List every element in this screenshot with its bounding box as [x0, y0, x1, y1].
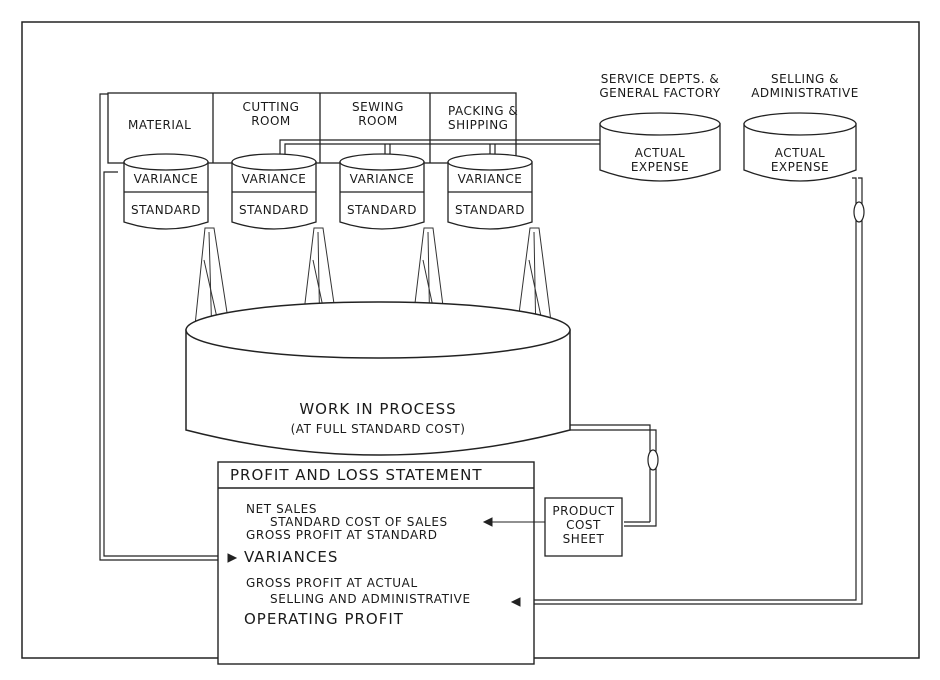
- dept-label-material: MATERIAL: [128, 118, 192, 132]
- tank-material-variance: VARIANCE: [133, 172, 199, 186]
- dept-label-cutting: CUTTING ROOM: [242, 100, 300, 128]
- tank-packing-standard: STANDARD: [454, 203, 526, 217]
- tank-cutting: [231, 153, 317, 230]
- product-cost-sheet-label: PRODUCT COST SHEET: [552, 504, 615, 546]
- tank-cutting-standard: STANDARD: [238, 203, 310, 217]
- pl-standard-cost: STANDARD COST OF SALES: [270, 515, 448, 529]
- pl-gross-standard: GROSS PROFIT AT STANDARD: [246, 528, 438, 542]
- selling-admin-body: ACTUAL EXPENSE: [770, 146, 830, 174]
- arrows: [227, 517, 545, 607]
- wip-cost-pipe: [570, 424, 659, 527]
- material-variance-pipe: [99, 93, 218, 561]
- pl-title: PROFIT AND LOSS STATEMENT: [230, 466, 483, 484]
- pl-net-sales: NET SALES: [246, 502, 318, 516]
- tank-selling-admin: [743, 112, 857, 182]
- wip-title: WORK IN PROCESS: [299, 400, 457, 418]
- pl-gross-actual: GROSS PROFIT AT ACTUAL: [246, 576, 418, 590]
- tank-packing-variance: VARIANCE: [457, 172, 523, 186]
- tank-sewing: [339, 153, 425, 230]
- product-cost-sheet-box: [544, 497, 623, 557]
- pl-selling-admin: SELLING AND ADMINISTRATIVE: [270, 592, 471, 606]
- selling-admin-pipe: [518, 177, 865, 605]
- pl-operating-profit: OPERATING PROFIT: [244, 610, 404, 628]
- tank-service-depts: [599, 112, 721, 182]
- pl-box: [217, 461, 535, 665]
- service-depts-body: ACTUAL EXPENSE: [630, 146, 690, 174]
- tank-cutting-variance: VARIANCE: [241, 172, 307, 186]
- wip-subtitle: (AT FULL STANDARD COST): [290, 422, 466, 436]
- service-depts-title: SERVICE DEPTS. & GENERAL FACTORY: [599, 72, 721, 100]
- tank-material-standard: STANDARD: [130, 203, 202, 217]
- tank-packing: [447, 153, 533, 230]
- tank-sewing-standard: STANDARD: [346, 203, 418, 217]
- dept-label-packing: PACKING & SHIPPING: [448, 104, 519, 132]
- tank-material: [123, 153, 209, 230]
- service-pipe: [279, 139, 600, 160]
- dept-label-sewing: SEWING ROOM: [352, 100, 404, 128]
- pl-variances: VARIANCES: [244, 548, 339, 566]
- selling-admin-title: SELLING & ADMINISTRATIVE: [751, 72, 859, 100]
- tank-sewing-variance: VARIANCE: [349, 172, 415, 186]
- wip-tank: [185, 301, 571, 456]
